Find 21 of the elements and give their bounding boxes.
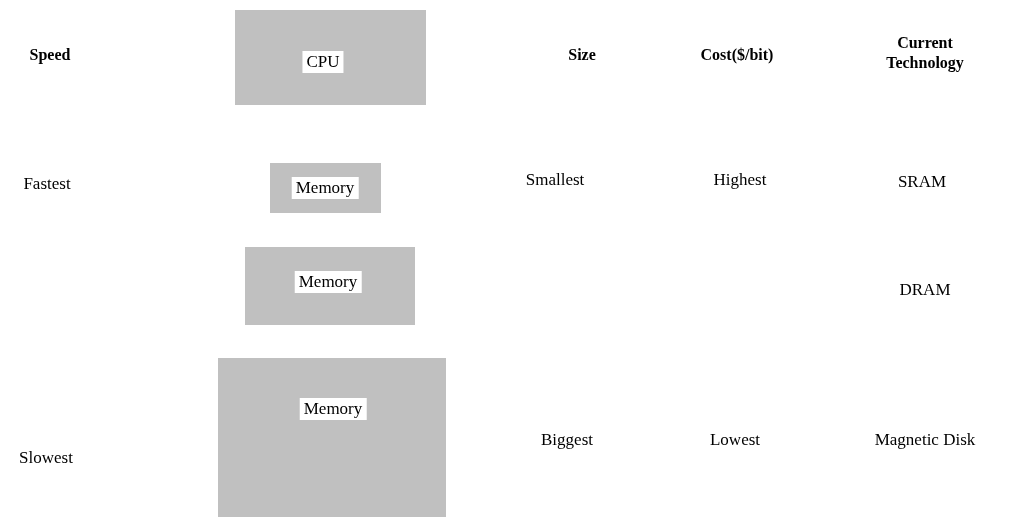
column-header: Size [568,45,596,65]
memory-level-block [235,10,426,105]
table-text: DRAM [899,280,951,300]
table-text: Fastest [23,174,71,194]
column-header: Cost($/bit) [700,45,774,65]
column-header: Current Technology [885,33,965,73]
memory-level-block [218,358,446,517]
block-label: Memory [299,398,367,420]
table-text: Magnetic Disk [874,430,976,450]
table-text: Biggest [541,430,593,450]
column-header: Speed [29,45,71,65]
memory-level-block [245,247,415,325]
table-text: Slowest [19,448,73,468]
table-text: Lowest [710,430,760,450]
block-label: Memory [291,177,359,199]
table-text: SRAM [897,172,947,192]
block-label: CPU [302,51,344,73]
table-text: Smallest [525,170,585,190]
block-label: Memory [294,271,362,293]
memory-level-block [270,163,381,213]
table-text: Highest [713,170,767,190]
